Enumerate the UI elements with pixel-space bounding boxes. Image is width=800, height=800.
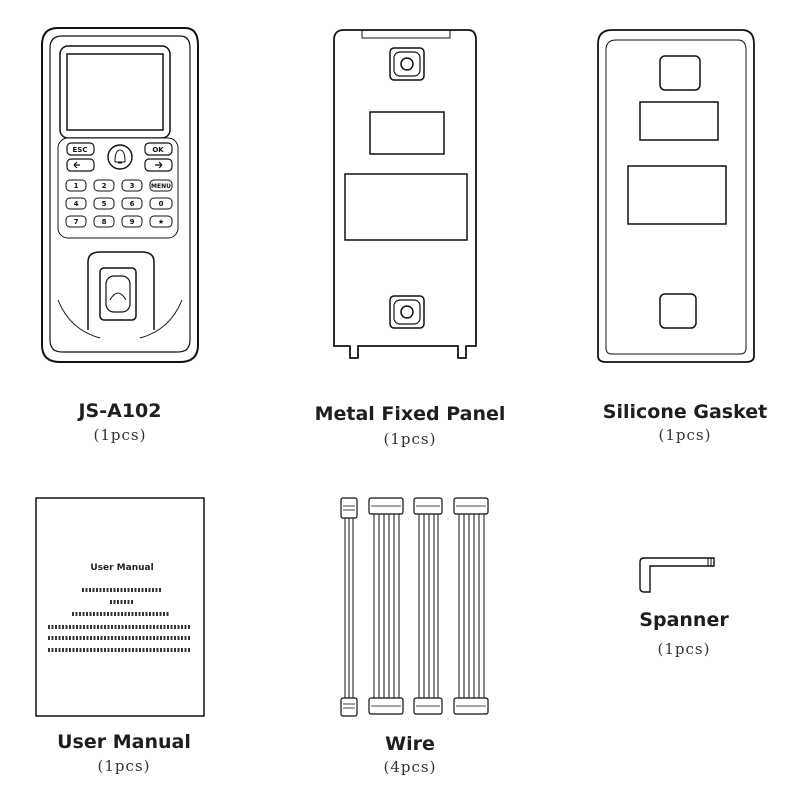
esc-key-label: ESC	[73, 146, 88, 154]
item-label-metal-panel: Metal Fixed Panel	[314, 403, 506, 425]
item-label-gasket: Silicone Gasket	[602, 401, 768, 423]
ok-key-label: OK	[152, 146, 164, 154]
item-label-spanner: Spanner	[639, 609, 729, 631]
item-label-user-manual: User Manual	[57, 731, 191, 753]
item-qty-device: (1pcs)	[93, 426, 147, 444]
key-7-label: 7	[74, 218, 79, 226]
key-8-label: 8	[102, 218, 107, 226]
item-qty-metal-panel: (1pcs)	[383, 430, 437, 448]
menu-key-label: MENU	[151, 183, 171, 190]
manual-cover-title: User Manual	[90, 563, 153, 573]
key-3-label: 3	[130, 182, 135, 190]
item-label-wire: Wire	[385, 733, 435, 755]
key-6-label: 6	[130, 200, 135, 208]
key-1-label: 1	[74, 182, 79, 190]
item-qty-wire: (4pcs)	[383, 758, 437, 776]
key-0-label: 0	[159, 200, 164, 208]
key-4-label: 4	[74, 200, 79, 208]
item-qty-spanner: (1pcs)	[657, 640, 711, 658]
star-key-label: ★	[158, 218, 164, 226]
key-5-label: 5	[102, 200, 107, 208]
key-9-label: 9	[130, 218, 135, 226]
item-qty-user-manual: (1pcs)	[97, 757, 151, 775]
key-2-label: 2	[102, 182, 107, 190]
item-qty-gasket: (1pcs)	[658, 426, 712, 444]
item-label-device: JS-A102	[78, 400, 162, 422]
